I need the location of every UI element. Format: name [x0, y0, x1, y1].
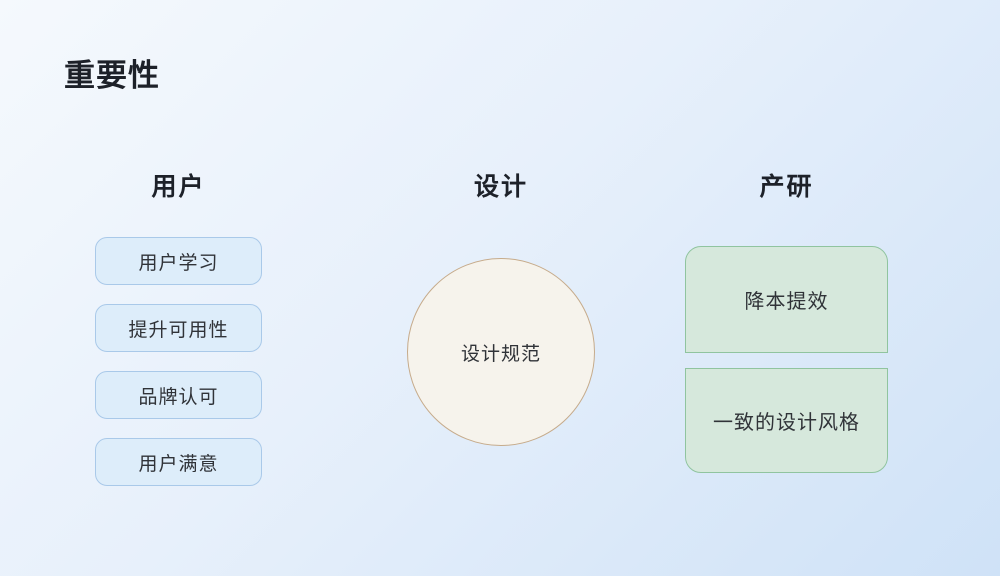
user-node-brand-recognition: 品牌认可 [95, 371, 262, 419]
column-header-user: 用户 [151, 173, 206, 201]
rnd-node-cost-efficiency: 降本提效 [685, 246, 888, 353]
user-node-usability: 提升可用性 [95, 304, 262, 352]
column-header-rnd: 产研 [759, 173, 814, 201]
rnd-node-consistent-style: 一致的设计风格 [685, 368, 888, 473]
design-spec-circle: 设计规范 [407, 258, 595, 446]
page-title: 重要性 [64, 58, 160, 93]
user-node-learning: 用户学习 [95, 237, 262, 285]
column-header-design: 设计 [473, 173, 528, 201]
user-node-satisfaction: 用户满意 [95, 438, 262, 486]
